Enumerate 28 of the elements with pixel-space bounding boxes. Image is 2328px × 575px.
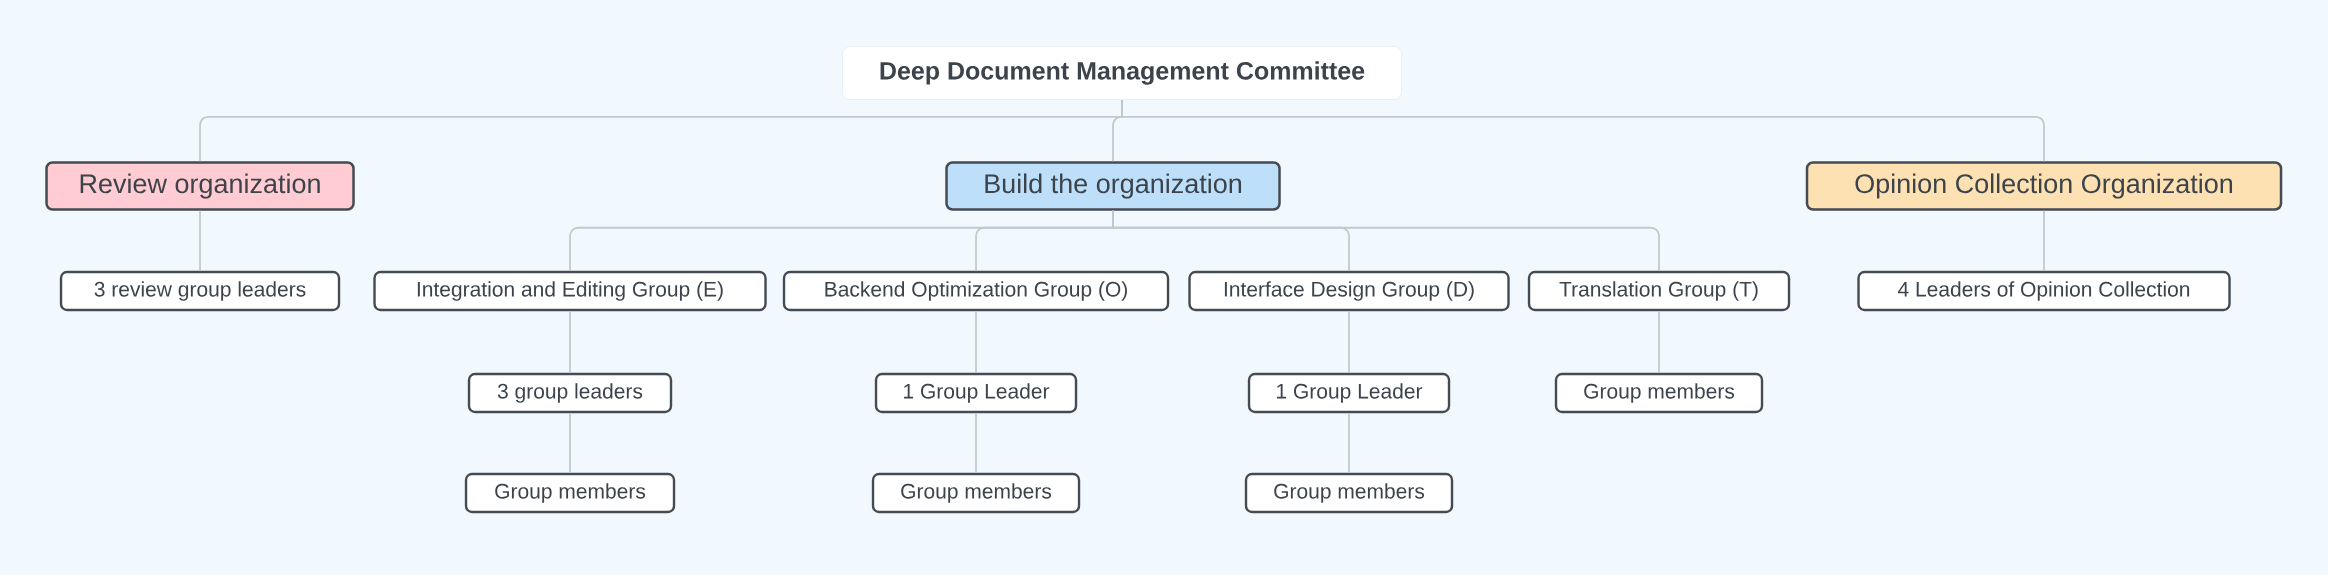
subtopic-box: Group members <box>464 472 676 514</box>
subtopic-box: 1 Group Leader <box>874 372 1078 414</box>
connector-line <box>1348 310 1350 374</box>
topic-box: Build the organization <box>945 161 1281 211</box>
subtopic-box: 1 Group Leader <box>1247 372 1451 414</box>
subtopic-box: Interface Design Group (D) <box>1188 270 1510 312</box>
connector-line <box>199 209 201 272</box>
subtopic-box: 3 review group leaders <box>59 270 341 312</box>
subtopic-box: 4 Leaders of Opinion Collection <box>1857 270 2231 312</box>
subtopic-box: 3 group leaders <box>467 372 673 414</box>
subtopic-box: Group members <box>1554 372 1764 414</box>
root-topic-box: Deep Document Management Committee <box>842 46 1402 100</box>
connector-line <box>569 310 571 374</box>
connector-line <box>975 310 977 374</box>
connector-line <box>1348 412 1350 474</box>
connector-line <box>975 412 977 474</box>
subtopic-box: Backend Optimization Group (O) <box>782 270 1170 312</box>
subtopic-box: Group members <box>1244 472 1454 514</box>
connector-line <box>1112 209 1660 272</box>
subtopic-box: Group members <box>871 472 1081 514</box>
connector-line <box>1658 310 1660 374</box>
subtopic-box: Integration and Editing Group (E) <box>373 270 767 312</box>
topic-box: Opinion Collection Organization <box>1805 161 2283 211</box>
subtopic-box: Translation Group (T) <box>1527 270 1791 312</box>
topic-box: Review organization <box>45 161 355 211</box>
connector-line <box>569 412 571 474</box>
connector-line <box>1121 99 2045 163</box>
connector-line <box>2043 209 2045 272</box>
